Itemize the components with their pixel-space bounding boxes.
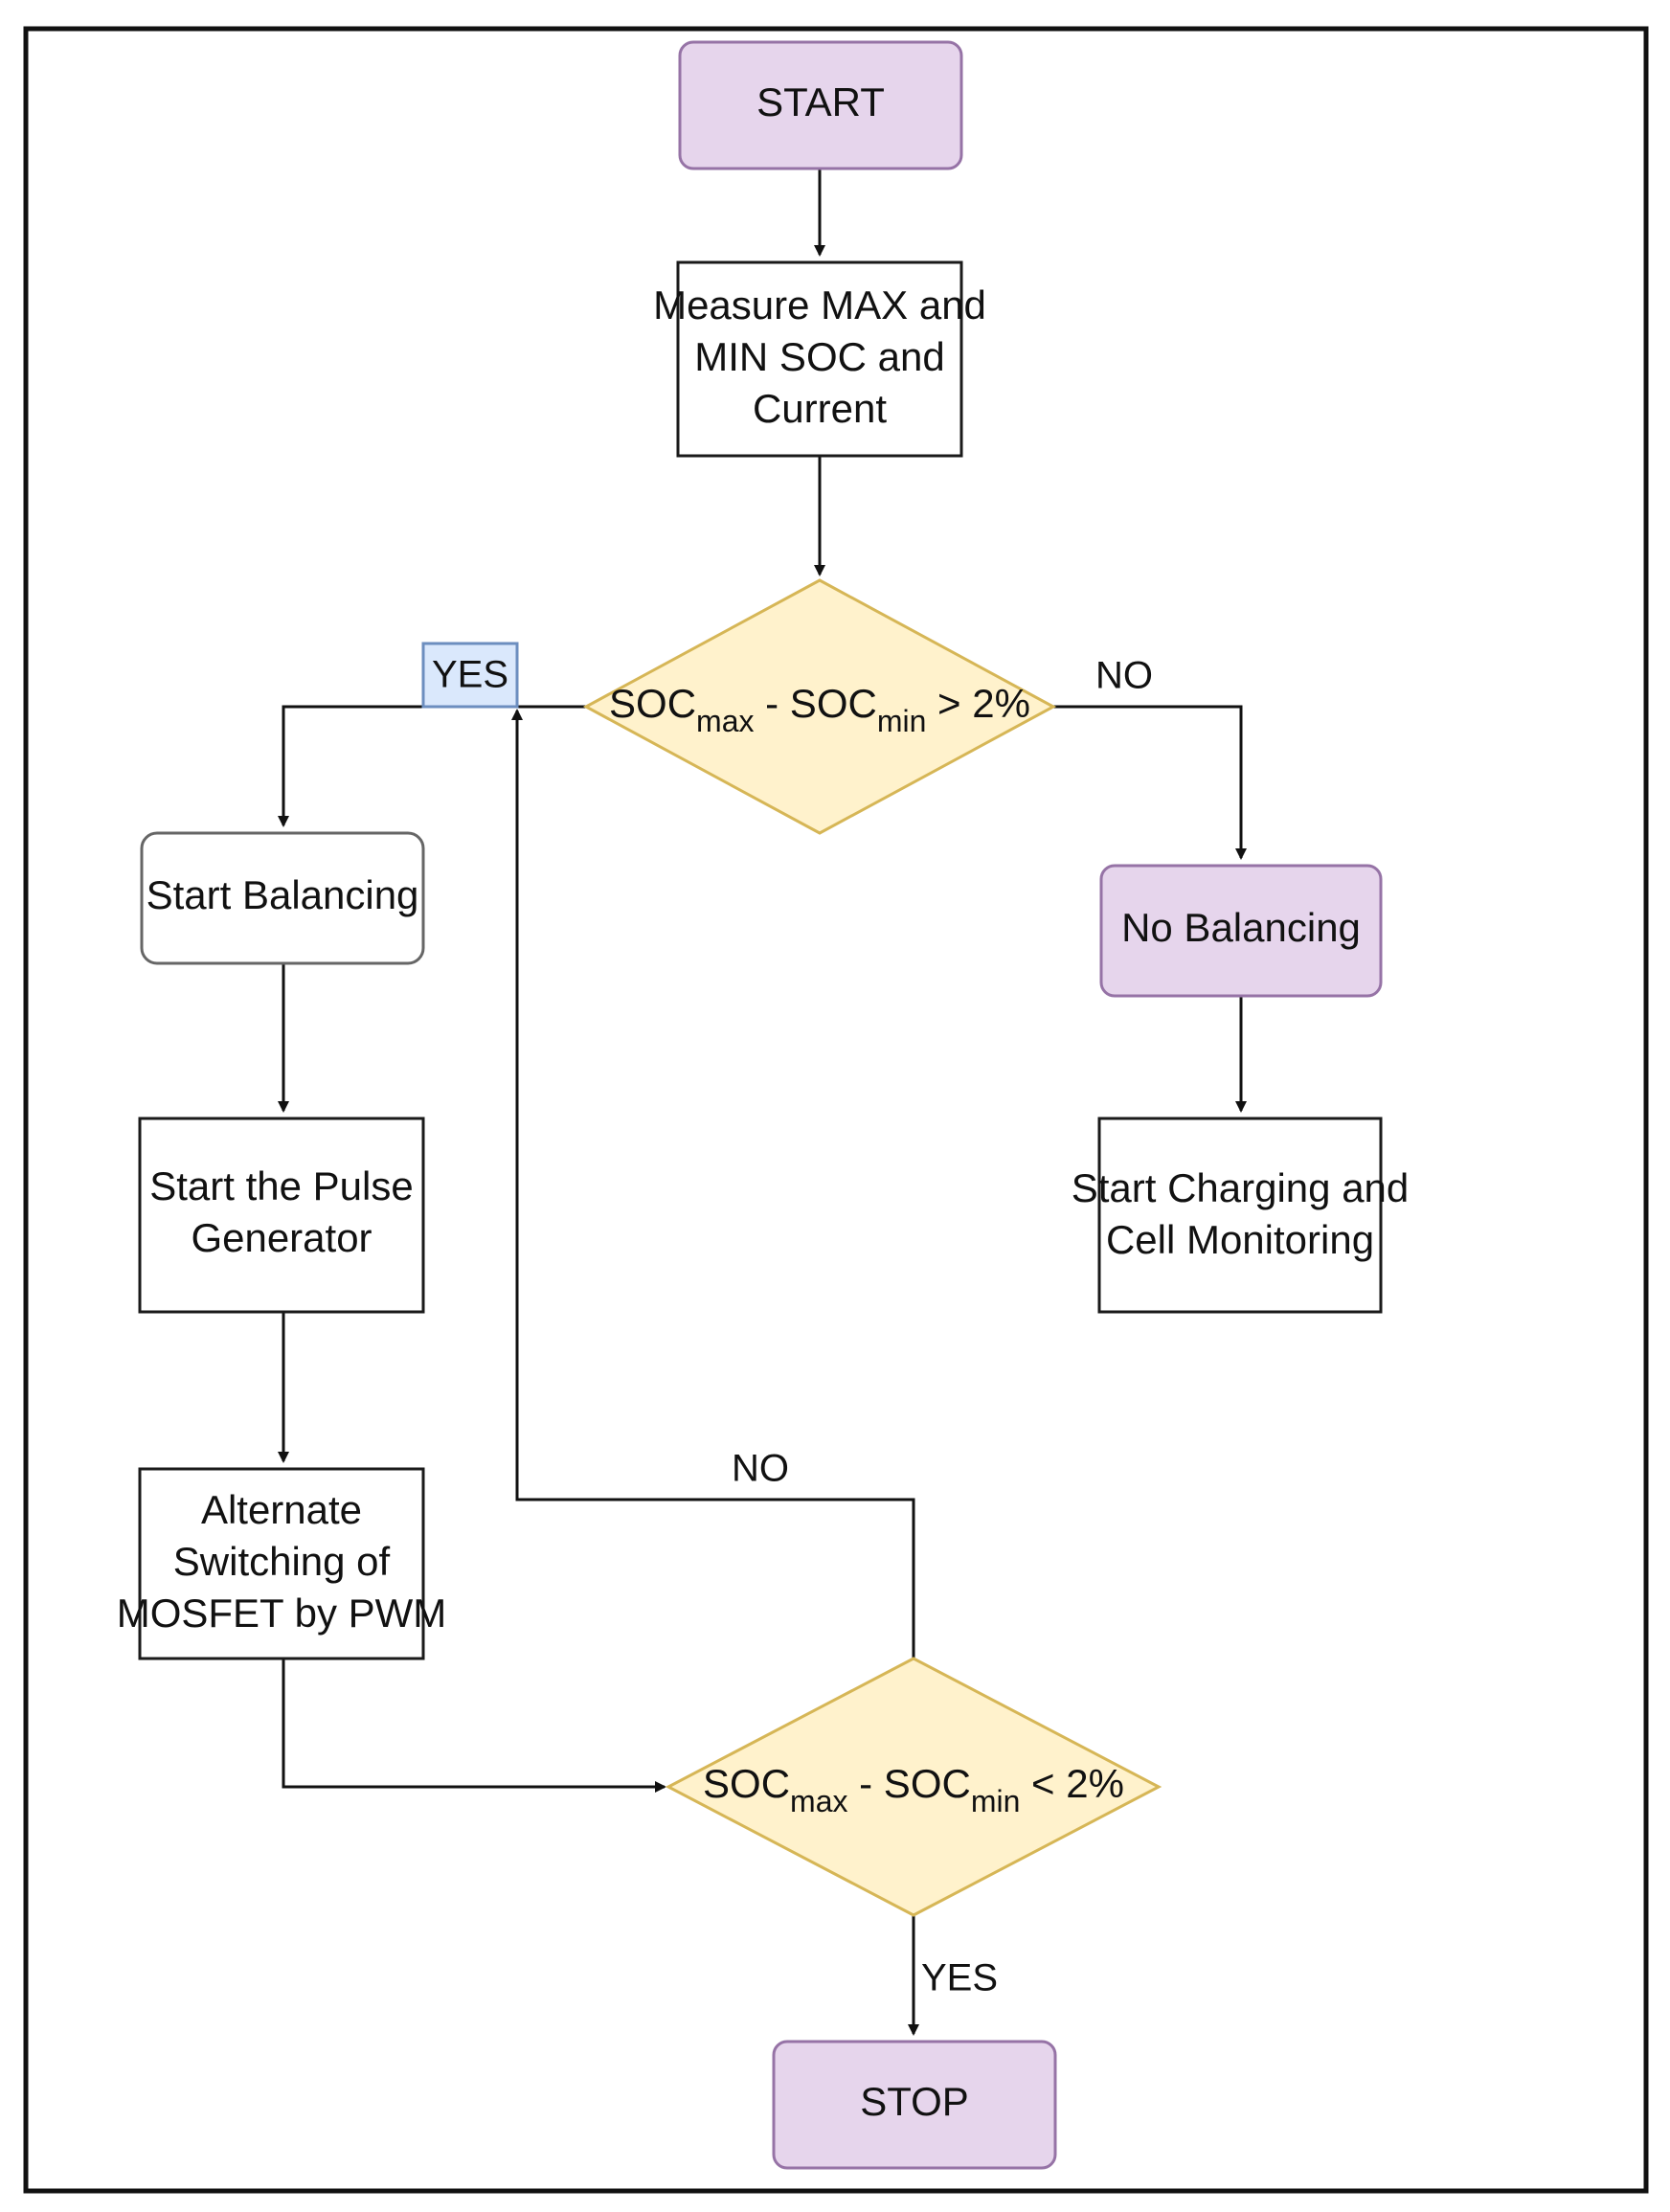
decision-1: SOCmax - SOCmin > 2% <box>582 578 1057 835</box>
pulse-line-1: Start the Pulse <box>149 1163 413 1208</box>
no-balancing-node: No Balancing <box>1099 864 1383 998</box>
decision-2: SOCmax - SOCmin < 2% <box>665 1657 1162 1917</box>
start-label: START <box>756 79 885 124</box>
decision-2-condition: SOCmax - SOCmin < 2% <box>703 1761 1124 1818</box>
decision-1-condition: SOCmax - SOCmin > 2% <box>609 681 1030 738</box>
alternate-line-3: MOSFET by PWM <box>117 1591 447 1636</box>
no-label-2: NO <box>732 1448 789 1490</box>
outer-frame <box>23 26 1649 2194</box>
edge-decision2-no-loop-to-decision1 <box>511 709 915 1659</box>
alternate-switching-node: Alternate Switching of MOSFET by PWM <box>117 1467 447 1660</box>
measure-line-2: MIN SOC and <box>694 334 944 379</box>
start-balancing-node: Start Balancing <box>140 831 425 965</box>
yes-label-1: YES <box>421 642 519 709</box>
edge-decision1-yes-to-start-balancing <box>278 705 586 827</box>
pulse-generator-node: Start the Pulse Generator <box>138 1117 425 1314</box>
measure-line-3: Current <box>753 386 887 431</box>
measure-node: Measure MAX and MIN SOC and Current <box>653 260 986 458</box>
charging-line-1: Start Charging and <box>1072 1165 1410 1210</box>
no-label-1: NO <box>1095 655 1153 697</box>
alternate-line-2: Switching of <box>173 1539 391 1584</box>
no-balancing-label: No Balancing <box>1121 905 1361 950</box>
start-balancing-label: Start Balancing <box>147 872 419 917</box>
measure-line-1: Measure MAX and <box>653 282 986 327</box>
stop-node: STOP <box>772 2040 1057 2170</box>
alternate-line-1: Alternate <box>201 1487 362 1532</box>
stop-label: STOP <box>860 2079 969 2124</box>
pulse-line-2: Generator <box>191 1215 372 1260</box>
svg-text:YES: YES <box>432 654 508 696</box>
edges <box>278 169 1247 2036</box>
yes-label-2: YES <box>921 1957 998 1999</box>
charging-node: Start Charging and Cell Monitoring <box>1072 1117 1410 1314</box>
edge-alternate-to-decision2 <box>282 1659 666 1793</box>
edge-decision1-no-to-no-balancing <box>1053 705 1247 860</box>
start-node: START <box>678 40 963 170</box>
charging-line-2: Cell Monitoring <box>1106 1217 1374 1262</box>
